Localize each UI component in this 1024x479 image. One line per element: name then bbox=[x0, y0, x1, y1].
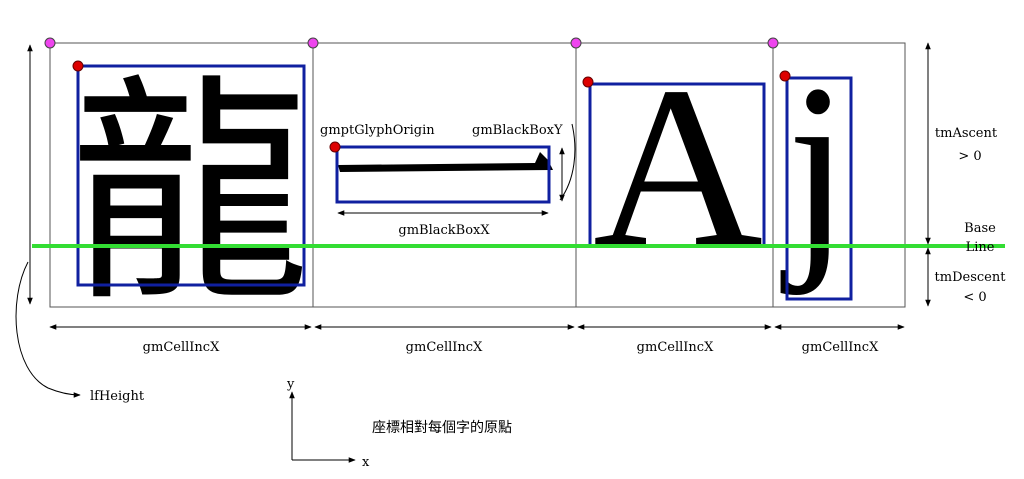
cell-inc-label: gmCellIncX bbox=[406, 340, 483, 355]
cell-inc-label: gmCellIncX bbox=[637, 340, 714, 355]
cell-origin-marker bbox=[570, 37, 582, 49]
cell-inc-label: gmCellIncX bbox=[802, 340, 879, 355]
x-axis-label: x bbox=[362, 455, 370, 470]
baseline-label-line2: Line bbox=[966, 240, 995, 255]
coordinate-caption: 座標相對每個字的原點 bbox=[372, 420, 512, 436]
glyph-origin-marker bbox=[329, 141, 341, 153]
black-box bbox=[785, 76, 853, 301]
cell-origin-marker bbox=[767, 37, 779, 49]
glyph-origin-marker bbox=[779, 70, 791, 82]
cell-inc-label: gmCellIncX bbox=[143, 340, 220, 355]
character-cells-frame bbox=[49, 42, 906, 308]
black-box-y-leader bbox=[559, 123, 576, 201]
baseline-label-line1: Base bbox=[964, 221, 996, 236]
black-box bbox=[76, 64, 306, 287]
descent-label: tmDescent bbox=[935, 270, 1007, 285]
cell-origin-marker bbox=[307, 37, 319, 49]
ascent-label: tmAscent bbox=[935, 126, 998, 141]
black-box bbox=[335, 145, 551, 204]
height-leader bbox=[15, 261, 81, 398]
black-box-x-label: gmBlackBoxX bbox=[398, 223, 490, 238]
black-box-y-label: gmBlackBoxY bbox=[472, 123, 563, 138]
y-axis-label: y bbox=[286, 377, 295, 392]
glyph-origin-label: gmptGlyphOrigin bbox=[320, 123, 435, 138]
glyph-j: j bbox=[780, 36, 849, 296]
height-label: lfHeight bbox=[90, 389, 145, 404]
ascent-sign: > 0 bbox=[958, 149, 981, 164]
glyph-a: A bbox=[593, 39, 763, 294]
glyph-origin-marker bbox=[582, 76, 594, 88]
cell-origin-marker bbox=[44, 37, 56, 49]
glyph-yi bbox=[338, 152, 553, 172]
glyph-origin-marker bbox=[72, 60, 84, 72]
descent-sign: < 0 bbox=[963, 290, 986, 305]
glyph-long: 龍 bbox=[70, 54, 310, 334]
